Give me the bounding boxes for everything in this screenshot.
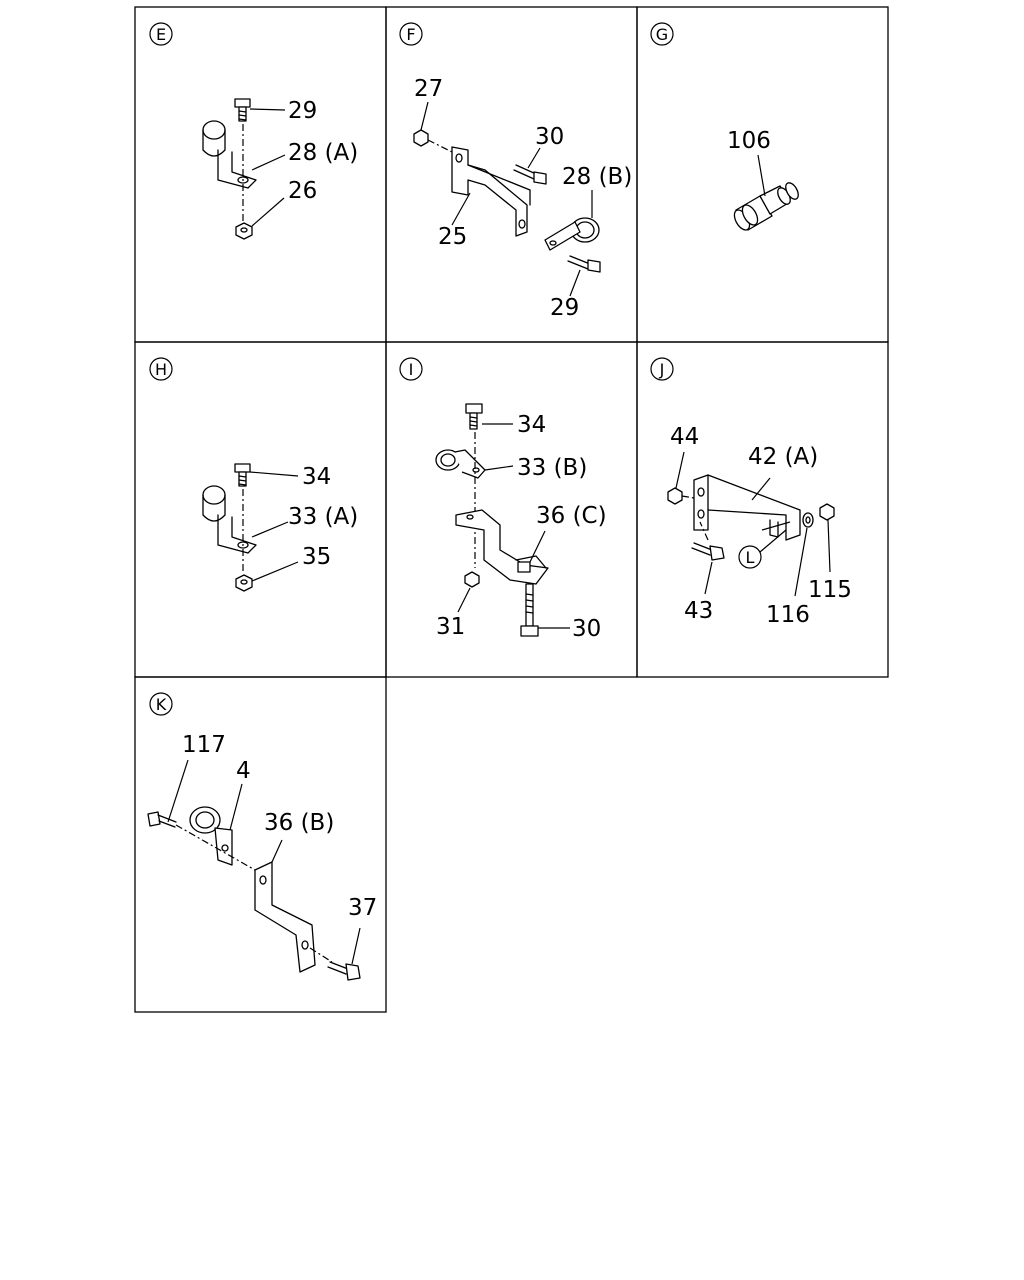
- pipe-clamp-icon: [189, 806, 233, 866]
- callout-label: 25: [438, 224, 467, 250]
- callout-label: 33 (B): [517, 455, 587, 481]
- panel-letter-g: G: [650, 22, 674, 46]
- callout-label: 28 (B): [562, 164, 632, 190]
- panel-letter-i: I: [399, 357, 423, 381]
- panel-letter-text: H: [155, 360, 167, 379]
- nut-icon: [235, 222, 253, 240]
- callout-label: 29: [550, 295, 579, 321]
- panel-frames: [134, 6, 889, 1013]
- panel-letter-f: F: [399, 22, 423, 46]
- panel-j: J L: [650, 357, 852, 628]
- callout-label: 36 (B): [264, 810, 334, 836]
- bracket-icon: [451, 146, 531, 237]
- bolt-icon: [327, 961, 361, 981]
- callout-label: 27: [414, 76, 443, 102]
- nut-icon: [235, 574, 253, 592]
- nut-icon: [819, 503, 835, 521]
- panel-letter-text: F: [406, 25, 415, 44]
- callout-label: 29: [288, 98, 317, 124]
- reference-mark-l: L: [738, 545, 762, 569]
- callout-label: 34: [302, 464, 331, 490]
- bolt-icon: [147, 811, 177, 828]
- panel-letter-text: J: [659, 360, 665, 379]
- panel-letter-h: H: [149, 357, 173, 381]
- bolt-icon: [465, 403, 483, 430]
- panel-k: K 117 4 36 (B) 37: [147, 692, 377, 981]
- callout-label: 4: [236, 758, 251, 784]
- bolt-icon: [234, 98, 251, 122]
- bolt-icon: [520, 583, 539, 637]
- panel-letter-j: J: [650, 357, 674, 381]
- callout-label: 34: [517, 412, 546, 438]
- pipe-clamp-icon: [202, 120, 257, 189]
- bracket-icon: [693, 474, 801, 541]
- callout-label: 106: [727, 128, 771, 154]
- callout-label: 117: [182, 732, 226, 758]
- callout-label: 35: [302, 544, 331, 570]
- pipe-clamp-icon: [202, 485, 257, 554]
- panel-letter-k: K: [149, 692, 173, 716]
- nut-icon: [667, 487, 683, 505]
- callout-label: 43: [684, 598, 713, 624]
- bolt-icon: [513, 164, 547, 185]
- panel-letter-e: E: [149, 22, 173, 46]
- panel-letter-text: K: [156, 695, 167, 714]
- panel-letter-text: I: [409, 360, 414, 379]
- fitting-icon: [733, 182, 799, 231]
- callout-label: 37: [348, 895, 377, 921]
- callout-label: 42 (A): [748, 444, 818, 470]
- callout-label: 36 (C): [536, 503, 607, 529]
- reference-mark-text: L: [746, 548, 755, 567]
- pipe-clamp-icon: [544, 217, 600, 251]
- bolt-icon: [234, 463, 251, 487]
- bolt-icon: [567, 255, 601, 273]
- callout-label: 116: [766, 602, 810, 628]
- pipe-clamp-icon: [435, 449, 486, 479]
- washer-icon: [802, 512, 814, 528]
- callout-label: 30: [572, 616, 601, 642]
- callout-label: 44: [670, 424, 699, 450]
- nut-icon: [413, 129, 429, 147]
- panel-g: G 106: [650, 22, 799, 231]
- panel-e: E 29 28 (A) 26: [149, 22, 358, 240]
- bracket-icon: [254, 861, 316, 973]
- callout-label: 31: [436, 614, 465, 640]
- callout-label: 30: [535, 124, 564, 150]
- panel-letter-text: E: [156, 25, 166, 44]
- callout-label: 33 (A): [288, 504, 358, 530]
- panel-h: H 34 33 (A) 35: [149, 357, 358, 592]
- nut-icon: [464, 571, 480, 588]
- callout-label: 26: [288, 178, 317, 204]
- callout-label: 28 (A): [288, 140, 358, 166]
- panel-i: I 34: [399, 357, 607, 642]
- bolt-icon: [691, 542, 725, 561]
- bracket-icon: [455, 509, 549, 585]
- panel-letter-text: G: [656, 25, 668, 44]
- panel-f: F: [399, 22, 632, 321]
- callout-label: 115: [808, 577, 852, 603]
